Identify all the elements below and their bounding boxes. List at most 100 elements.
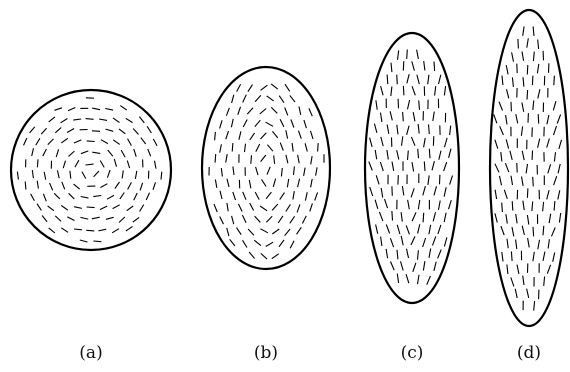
panel-a-director-dash [140,183,143,191]
panel-b-director-dash [266,192,271,199]
panel-b-director-dash [291,120,294,128]
panel-a-director-dash [36,138,40,145]
panel-b-director-dash [290,95,295,102]
panel-c-director-dash [386,225,389,234]
panel-a-director-dash [68,108,75,111]
panel-b-director-dash [254,240,261,245]
panel-d-director-dash [557,115,560,124]
panel-b-director-dash [299,131,302,139]
panel-b-director-dash [237,84,241,91]
panel-c-director-dash [418,250,419,259]
panel-c-director-dash [445,138,448,147]
panel-d-director-dash [501,152,502,162]
panel-b-director-dash [266,242,273,246]
panel-d-director-dash [510,151,512,160]
panel-c-director-dash [403,61,404,71]
panel-d-director-dash [547,190,549,199]
panel-c-director-dash [433,236,436,245]
panel-c-director-dash [401,212,402,221]
panel-c-director-dash [375,200,378,209]
panel-c-director-dash [392,162,394,171]
panel-c-director-dash [423,186,426,195]
panel-a-director-dash [113,140,120,145]
panel-b-director-dash [280,143,283,151]
panel-d-director-dash [522,226,524,235]
panel-a-director-dash [155,161,157,169]
panel-d-director-dash [548,164,551,173]
panel-b-director-dash [255,192,259,200]
panel-c-director-dash [449,149,451,158]
panel-b-director-dash [232,143,233,152]
panel-a-director-dash [133,129,138,135]
panel-d-director-dashes [494,26,562,310]
panel-d-director-dash [495,140,498,149]
panel-a-director-dash [61,228,68,233]
panel-d-director-dash [527,38,529,47]
panel-a-director-dash [87,141,95,142]
panel-c-director-dash [370,187,373,196]
panel-d-director-dash [495,190,497,199]
panel-c-director-dash [438,225,441,234]
panel-a-director-dash [55,128,61,133]
panel-a-director-dash [114,159,116,167]
panel-d-director-dash [544,277,545,286]
panel-b-director-dash [261,85,268,90]
panel-a-director-dash [81,151,88,154]
panel-c-director-dash [403,86,404,96]
panel-a-director-dash [106,129,114,131]
panel-c-director-dash [397,125,398,135]
panel-d-director-dash [553,101,556,110]
panel-c-director-dash [412,162,414,171]
panel-d-director-dash [500,176,502,185]
panel-b-director-dash [255,120,260,127]
panel-b-director-dash [247,108,253,114]
panel-d-director-dash [527,65,528,75]
panel-b-director-dash [256,144,260,152]
panel-c-director-dash [390,238,393,247]
panel-b-director-dash [293,191,294,199]
panel-b-director-dash [286,204,291,211]
panel-a-director-dash [42,216,47,222]
panel-b-director-dash [256,167,258,175]
panel-d-director-dash [499,102,503,111]
panel-a-director-dash [134,149,136,157]
panel-c-director-dash [423,238,426,247]
panel-d-director-dash [533,100,534,110]
panel-d-director-dash [528,238,530,247]
panel-b-director-dash [255,216,261,222]
panel-b-droplet-outline [202,67,330,269]
panel-d-director-dash [559,140,562,149]
panel-b-director-dash [220,144,222,152]
panel-c-director-dash [407,249,409,258]
panel-b-director-dash [286,130,288,138]
panel-c-director-dash [424,61,425,70]
panel-d-director-dash [549,214,551,223]
panel-a-director-dash [115,182,120,189]
panel-c-director-dash [397,150,399,159]
panel-c-director-dash [391,63,392,72]
panel-a-director-dash [119,129,125,134]
panel-d-director-dash [532,76,533,86]
panel-b: (b) [202,67,330,363]
panel-b-director-dash [279,240,284,247]
panel-a-director-dash [113,118,120,123]
panel-b-director-dash [227,203,228,211]
panel-a-director-dash [93,196,101,197]
panel-c-director-dash [439,151,441,160]
panel-a-director-dash [80,240,88,242]
panel-b-director-dash [220,217,224,225]
panel-d-director-dash [522,103,524,112]
panel-d-director-dash [543,252,545,261]
panel-a-director-dash [25,182,26,190]
panel-b-director-dash [215,132,216,140]
panel-b-director-dash [215,180,216,188]
panel-d-director-dash [516,240,517,250]
panel-c-director-dash [438,250,442,259]
panel-b-director-dash [311,179,313,187]
panel-a-director-dash [141,138,146,144]
panel-d-director-dash [506,214,507,223]
panel-c-director-dash [391,87,392,97]
panel-b-director-dash [285,84,290,91]
panel-c-director-dash [408,100,410,109]
